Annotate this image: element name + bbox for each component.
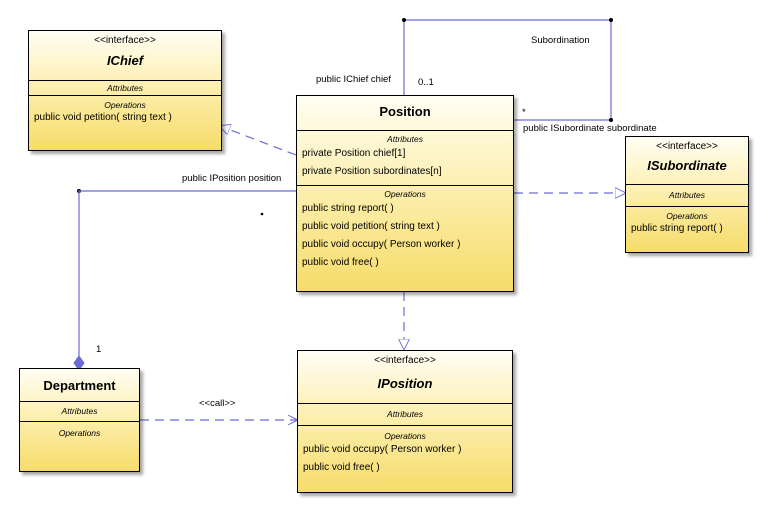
operation-row: public void free( )	[302, 257, 379, 268]
section-title: Operations	[384, 189, 426, 199]
department-class-box[interactable]: Department Attributes Operations	[19, 368, 140, 472]
operation-row: public void occupy( Person worker )	[303, 444, 462, 455]
subordinate-multiplicity: *	[522, 107, 526, 118]
section-title: Attributes	[107, 83, 143, 93]
class-name: Position	[379, 104, 431, 119]
realization-ichief[interactable]	[220, 126, 297, 156]
attributes-section: Attributes	[626, 185, 748, 207]
chief-role-label: public IChief chief	[316, 74, 391, 85]
section-title: Operations	[58, 428, 101, 438]
operations-section: Operations	[20, 422, 139, 439]
ichief-header: <<interface>> IChief	[29, 31, 221, 81]
stereotype-label: <<interface>>	[94, 35, 156, 46]
ichief-interface-box[interactable]: <<interface>> IChief Attributes Operatio…	[28, 30, 222, 151]
attributes-section: Attributes	[298, 404, 512, 426]
section-title: Attributes	[387, 134, 423, 144]
endpoint-dot	[260, 212, 264, 216]
attributes-section: Attributes private Position chief[1] pri…	[297, 131, 513, 186]
class-name: ISubordinate	[647, 158, 727, 173]
class-name: IPosition	[377, 376, 433, 391]
operations-section: Operations public void petition( string …	[29, 96, 221, 125]
attribute-row: private Position subordinates[n]	[302, 166, 442, 177]
attribute-row: private Position chief[1]	[302, 148, 406, 159]
endpoint-dot	[609, 18, 613, 22]
attributes-section: Attributes	[20, 402, 139, 422]
operation-row: public void petition( string text )	[34, 112, 172, 123]
position-class-box[interactable]: Position Attributes private Position chi…	[296, 95, 514, 292]
position-composition[interactable]	[78, 190, 296, 357]
iposition-header: <<interface>> IPosition	[298, 351, 512, 404]
iposition-interface-box[interactable]: <<interface>> IPosition Attributes Opera…	[297, 350, 513, 493]
operations-section: Operations public void occupy( Person wo…	[298, 426, 512, 476]
endpoint-dot	[402, 18, 406, 22]
operation-row: public string report( )	[631, 223, 723, 234]
attributes-section: Attributes	[29, 81, 221, 96]
call-stereotype-label: <<call>>	[199, 398, 236, 409]
section-title: Attributes	[669, 190, 705, 200]
section-title: Operations	[666, 211, 708, 221]
operation-row: public string report( )	[302, 203, 394, 214]
section-title: Attributes	[387, 409, 423, 419]
position-role-label: public IPosition position	[182, 173, 282, 184]
stereotype-label: <<interface>>	[656, 141, 718, 152]
class-name: IChief	[106, 53, 144, 68]
class-name: Department	[43, 378, 116, 393]
isubordinate-header: <<interface>> ISubordinate	[626, 137, 748, 185]
operations-section: Operations public string report( ) publi…	[297, 186, 513, 272]
isubordinate-interface-box[interactable]: <<interface>> ISubordinate Attributes Op…	[625, 136, 749, 253]
operation-row: public void occupy( Person worker )	[302, 239, 461, 250]
operation-row: public void petition( string text )	[302, 221, 440, 232]
operations-section: Operations public string report( )	[626, 207, 748, 236]
department-header: Department	[20, 369, 139, 402]
section-title: Attributes	[61, 406, 98, 416]
chief-multiplicity: 0..1	[418, 77, 434, 88]
stereotype-label: <<interface>>	[374, 355, 436, 366]
subordination-label: Subordination	[531, 35, 590, 46]
endpoint-dot	[609, 118, 613, 122]
subordinate-role-label: public ISubordinate subordinate	[523, 123, 657, 134]
subordination-association[interactable]	[403, 19, 612, 121]
position-header: Position	[297, 96, 513, 131]
section-title: Operations	[384, 431, 426, 441]
department-multiplicity: 1	[96, 344, 102, 355]
section-title: Operations	[104, 100, 146, 110]
operation-row: public void free( )	[303, 462, 380, 473]
